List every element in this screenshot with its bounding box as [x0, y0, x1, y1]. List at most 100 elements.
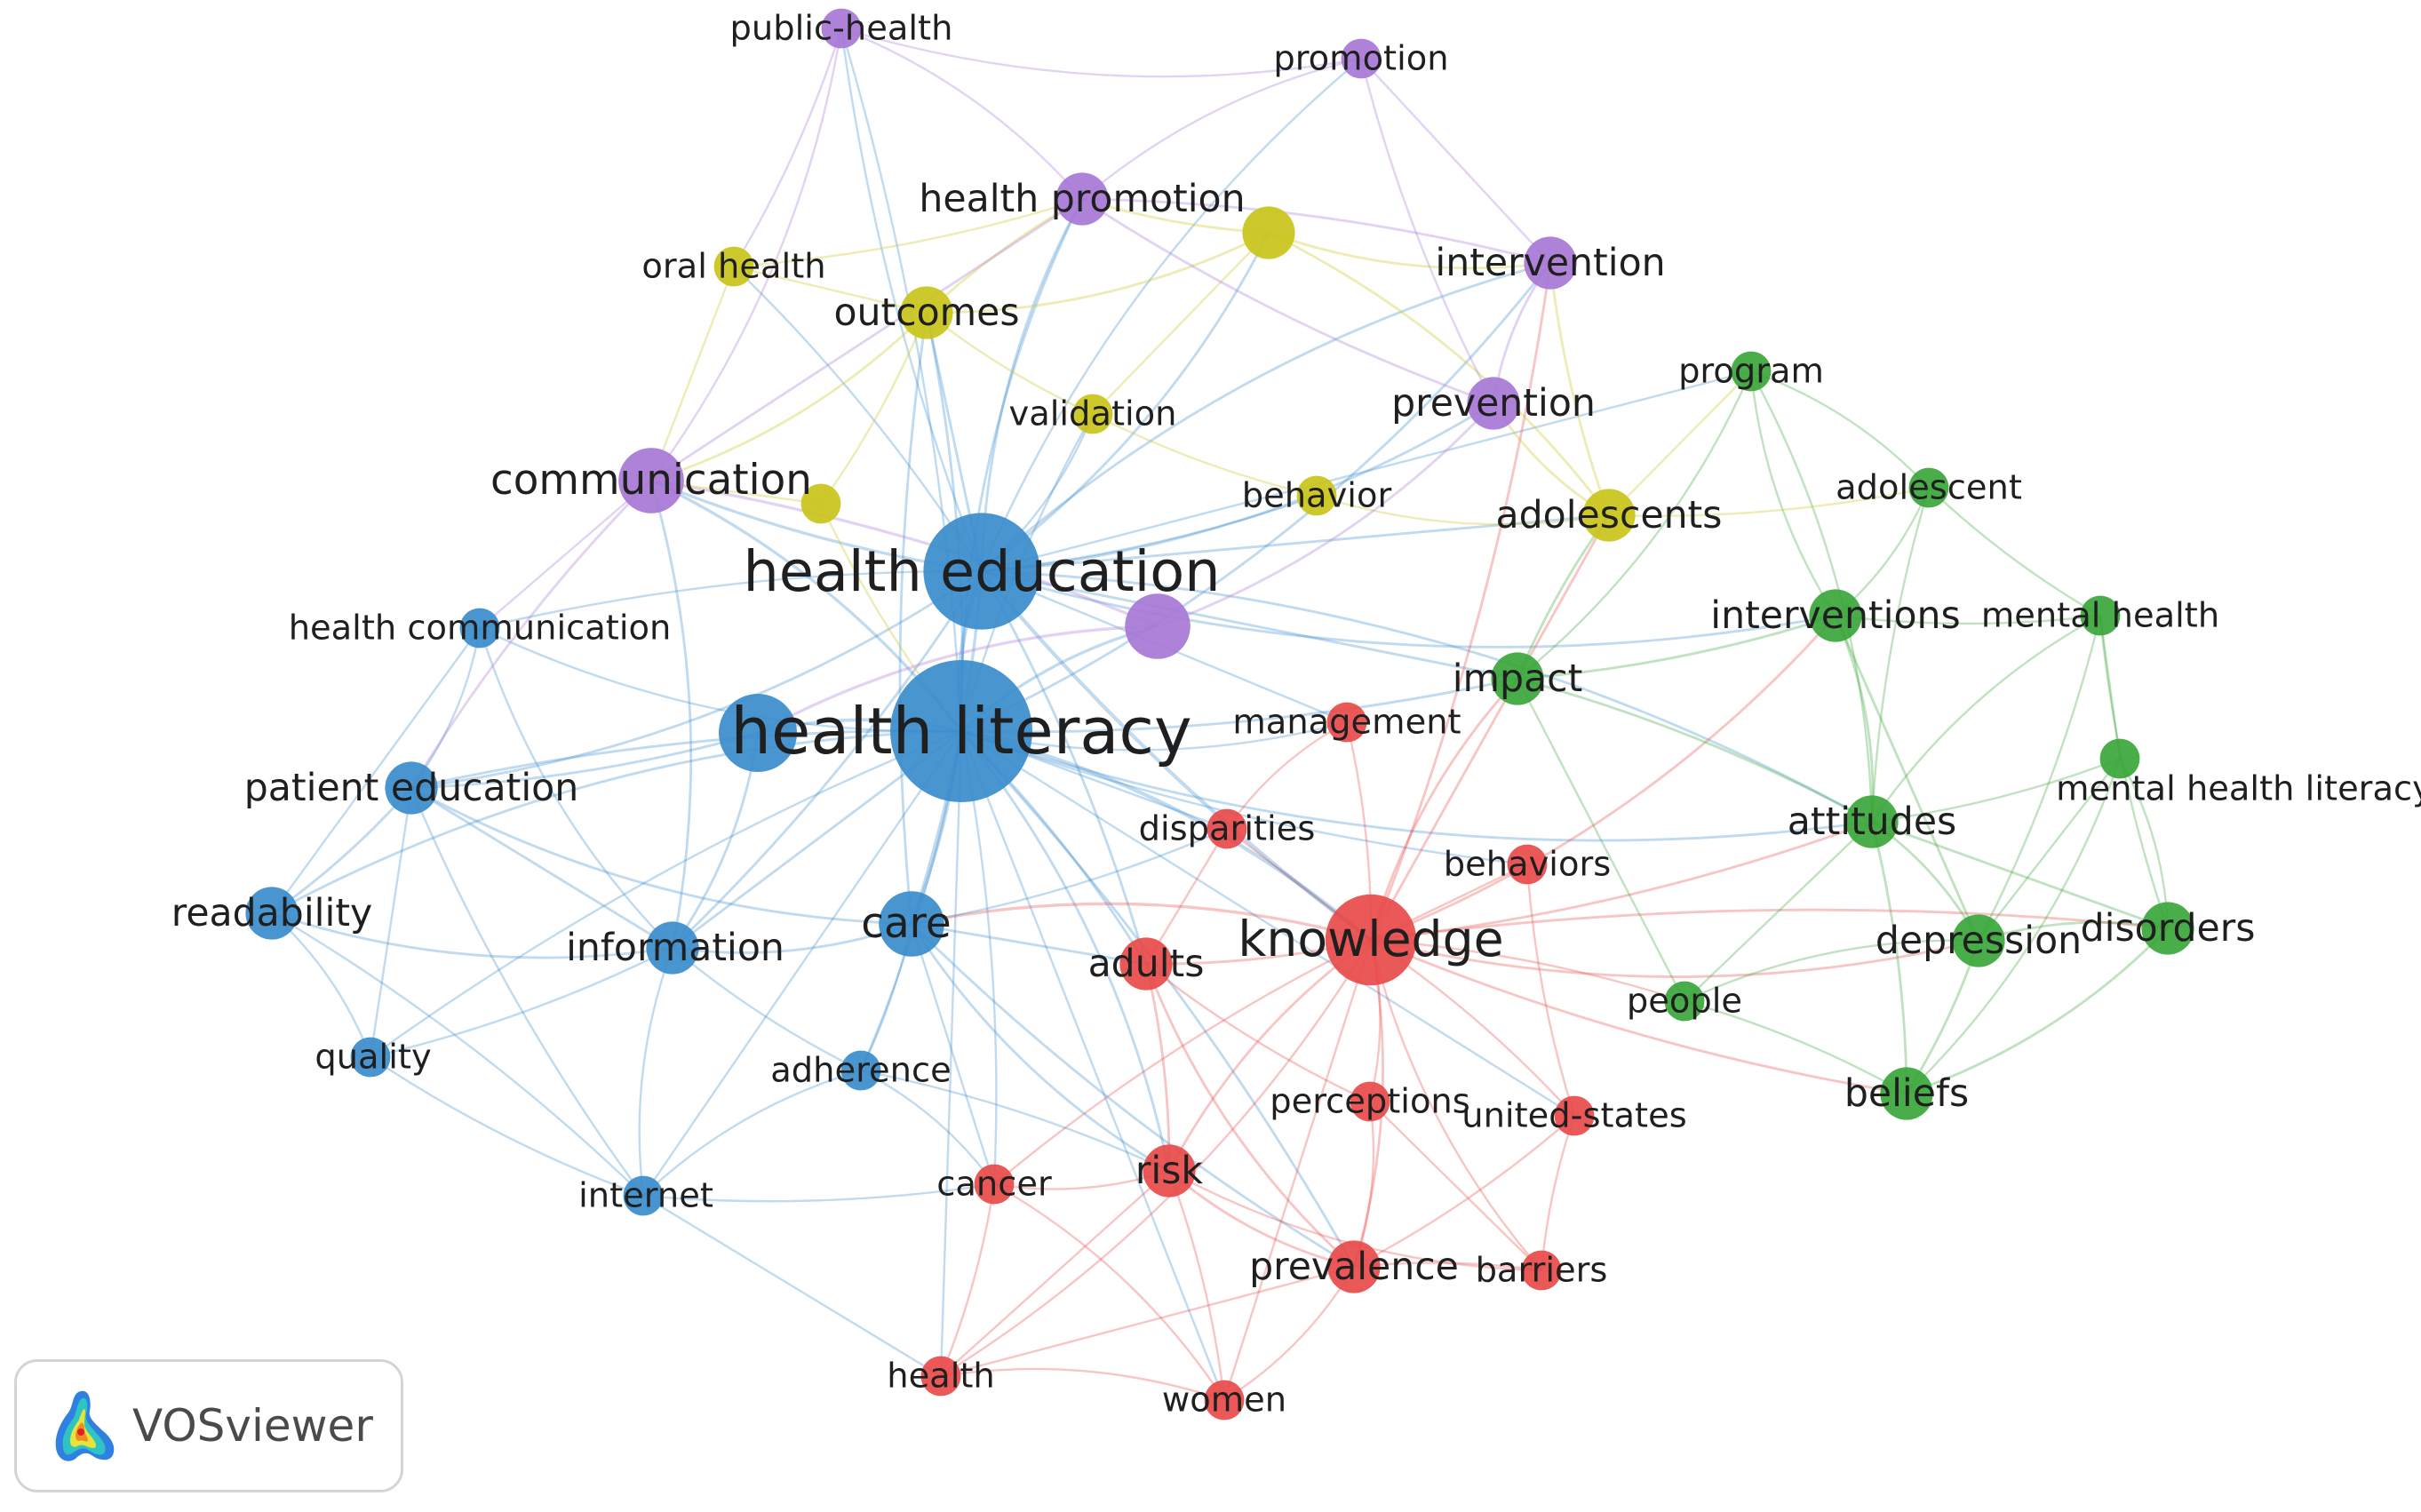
node-care[interactable] [879, 891, 944, 957]
link-public-health-oral-health [732, 28, 843, 267]
node-management[interactable] [1326, 702, 1367, 743]
link-care-outcomes [898, 312, 928, 925]
node-barriers[interactable] [1521, 1250, 1562, 1291]
link-adherence-cancer [860, 1069, 995, 1185]
link-health-education-knowledge [980, 569, 1373, 942]
node-impact[interactable] [1491, 652, 1544, 705]
link-attitudes-mental-health-literacy [1871, 757, 2121, 824]
link-information-readability [271, 911, 673, 959]
link-risk-prevalence [1168, 1169, 1355, 1269]
link-information-patient-education [410, 786, 673, 950]
link-attitudes-program [1749, 370, 1874, 823]
node-behavior[interactable] [1296, 475, 1337, 516]
node-people[interactable] [1664, 981, 1705, 1022]
link-validation-yellow-unlabeled-a [1092, 232, 1270, 415]
node-mental-health[interactable] [2080, 595, 2121, 636]
node-blue-unlabeled[interactable] [719, 694, 797, 772]
link-health-education-intervention [981, 261, 1551, 573]
label-disparities: disparities [1139, 809, 1316, 849]
link-validation-behavior [1092, 412, 1318, 497]
link-oral-health-health-promotion [733, 197, 1083, 268]
node-validation[interactable] [1072, 394, 1113, 434]
node-internet[interactable] [623, 1175, 664, 1216]
node-intervention[interactable] [1524, 236, 1577, 290]
node-public-health[interactable] [821, 8, 862, 49]
link-depression-mental-health [1977, 615, 2102, 942]
link-cancer-women [993, 1182, 1226, 1401]
node-perceptions[interactable] [1350, 1081, 1390, 1122]
node-beliefs[interactable] [1880, 1067, 1933, 1120]
link-cancer-health [939, 1183, 996, 1377]
node-disparities[interactable] [1207, 808, 1247, 849]
node-oral-health[interactable] [713, 246, 754, 287]
node-adolescents[interactable] [1582, 489, 1636, 542]
label-adherence: adherence [770, 1051, 951, 1091]
link-care-disparities [911, 827, 1228, 926]
node-outcomes[interactable] [900, 286, 953, 339]
link-health-education-yellow-unlabeled-a [981, 232, 1270, 573]
label-interventions: interventions [1710, 593, 1960, 638]
label-mental-health-literacy: mental health literacy [2056, 769, 2421, 809]
label-knowledge: knowledge [1238, 911, 1503, 968]
node-cancer[interactable] [974, 1164, 1015, 1205]
node-attitudes[interactable] [1845, 795, 1899, 848]
node-communication[interactable] [618, 448, 684, 513]
node-yellow-unlabeled-a[interactable] [1242, 206, 1295, 259]
link-health-promotion-public-health [840, 27, 1083, 200]
link-care-risk [910, 923, 1170, 1173]
link-health-education-attitudes [981, 569, 1873, 824]
node-promotion[interactable] [1341, 38, 1382, 79]
node-health-literacy[interactable] [890, 660, 1032, 802]
label-internet: internet [578, 1176, 713, 1216]
node-health[interactable] [920, 1356, 961, 1397]
node-health-promotion[interactable] [1055, 172, 1109, 226]
link-prevention-purple-unlabeled [1157, 402, 1495, 628]
link-program-impact [1517, 370, 1753, 680]
node-patient-education[interactable] [385, 761, 438, 815]
link-outcomes-communication [650, 311, 928, 482]
node-program[interactable] [1731, 351, 1772, 392]
link-health-education-public-health [840, 28, 984, 572]
link-health-promotion-promotion [1081, 57, 1362, 200]
links-layer [271, 27, 2170, 1402]
node-information[interactable] [646, 921, 699, 975]
node-adherence[interactable] [840, 1050, 881, 1091]
label-outcomes: outcomes [833, 290, 1019, 335]
node-disorders[interactable] [2141, 902, 2194, 955]
link-health-literacy-quality [370, 729, 962, 1058]
label-patient-education: patient education [244, 766, 578, 810]
link-health-literacy-women [960, 730, 1226, 1401]
node-behaviors[interactable] [1507, 844, 1548, 885]
node-women[interactable] [1204, 1380, 1245, 1420]
link-knowledge-attitudes [1370, 820, 1873, 942]
link-information-health-communication [478, 627, 673, 949]
link-attitudes-adolescent [1870, 487, 1931, 823]
node-yellow-unlabeled-b[interactable] [800, 483, 841, 524]
node-united-states[interactable] [1554, 1095, 1595, 1136]
node-readability[interactable] [245, 887, 299, 940]
label-united-states: united-states [1461, 1096, 1686, 1136]
node-mental-health-literacy[interactable] [2099, 738, 2140, 779]
link-attitudes-interventions [1834, 615, 1875, 823]
node-knowledge[interactable] [1325, 894, 1417, 986]
node-health-communication[interactable] [459, 608, 500, 649]
node-adults[interactable] [1119, 937, 1173, 991]
node-depression[interactable] [1952, 914, 2005, 967]
node-health-education[interactable] [923, 513, 1040, 630]
label-people: people [1627, 982, 1742, 1022]
node-prevalence[interactable] [1327, 1240, 1381, 1293]
link-public-health-promotion [840, 27, 1362, 78]
link-health-education-promotion [980, 58, 1362, 572]
node-interventions[interactable] [1809, 589, 1862, 642]
node-adolescent[interactable] [1908, 467, 1949, 508]
link-beliefs-people [1684, 999, 1907, 1095]
node-risk[interactable] [1143, 1144, 1196, 1198]
node-quality[interactable] [350, 1037, 391, 1078]
node-purple-unlabeled[interactable] [1125, 593, 1191, 659]
link-knowledge-beliefs [1370, 938, 1907, 1095]
link-health-literacy-attitudes [960, 729, 1873, 842]
node-prevention[interactable] [1467, 377, 1520, 430]
link-patient-education-quality [369, 787, 413, 1058]
link-interventions-depression [1834, 615, 1980, 942]
link-interventions-mental-health [1835, 614, 2101, 625]
